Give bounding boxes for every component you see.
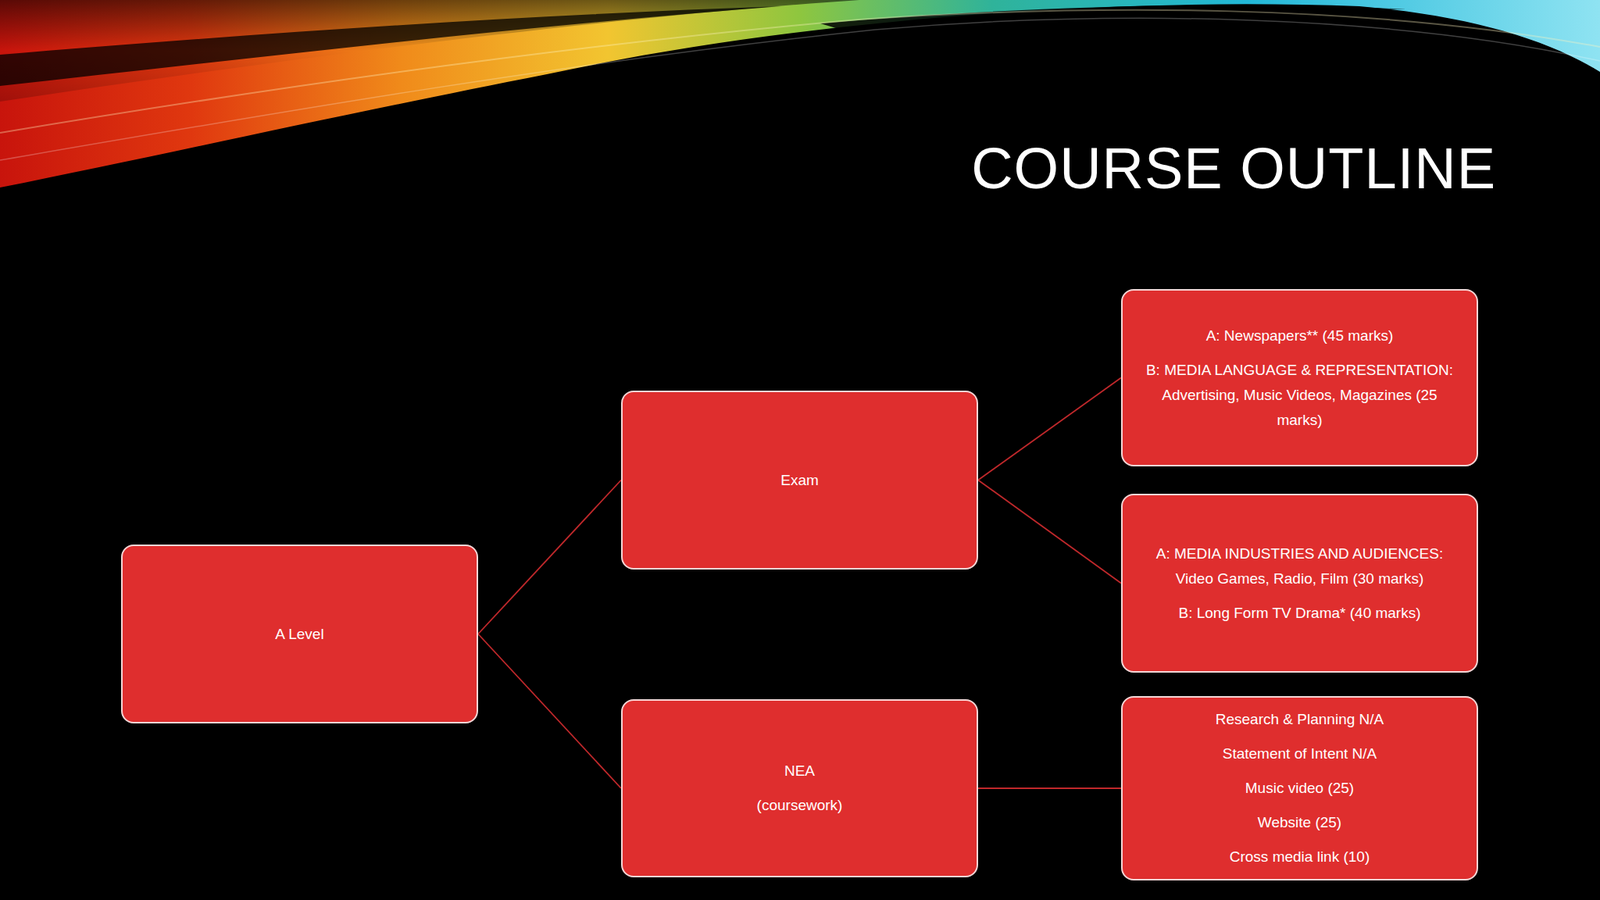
swoosh-shade: [0, 0, 860, 102]
swoosh-dark-streak: [0, 6, 782, 86]
process-box: A: MEDIA INDUSTRIES AND AUDIENCES: Video…: [1121, 493, 1479, 673]
box-text: (coursework): [757, 792, 843, 818]
box-text: A: MEDIA INDUSTRIES AND AUDIENCES: Video…: [1138, 541, 1461, 592]
connector-line: [478, 634, 622, 790]
box-text: B: MEDIA LANGUAGE & REPRESENTATION: Adve…: [1138, 357, 1461, 433]
connector-line: [978, 787, 1122, 790]
connector-line: [978, 378, 1122, 481]
connector-line: [978, 480, 1122, 584]
box-text: Website (25): [1257, 810, 1342, 836]
box-text: Statement of Intent N/A: [1222, 741, 1378, 767]
process-box: A Level: [121, 544, 479, 724]
swoosh-highlight: [0, 17, 1600, 161]
swoosh-highlight: [0, 10, 1600, 133]
process-box: A: Newspapers** (45 marks) B: MEDIA LANGU…: [1121, 289, 1479, 467]
box-text: B: Long Form TV Drama* (40 marks): [1178, 600, 1421, 626]
process-box: Exam: [621, 390, 979, 570]
connector-line: [478, 480, 622, 635]
box-text: A: Newspapers** (45 marks): [1206, 323, 1394, 349]
box-text: Music video (25): [1245, 775, 1354, 801]
slide-title: COURSE OUTLINE: [971, 139, 1497, 198]
box-text: Research & Planning N/A: [1215, 707, 1384, 733]
box-text: Exam: [780, 467, 819, 493]
box-text: A Level: [275, 621, 324, 647]
box-text: NEA: [784, 758, 815, 784]
process-box: Research & Planning N/A Statement of Inte…: [1121, 696, 1479, 881]
process-box: NEA (coursework): [621, 699, 979, 878]
box-text: Cross media link (10): [1229, 844, 1371, 870]
